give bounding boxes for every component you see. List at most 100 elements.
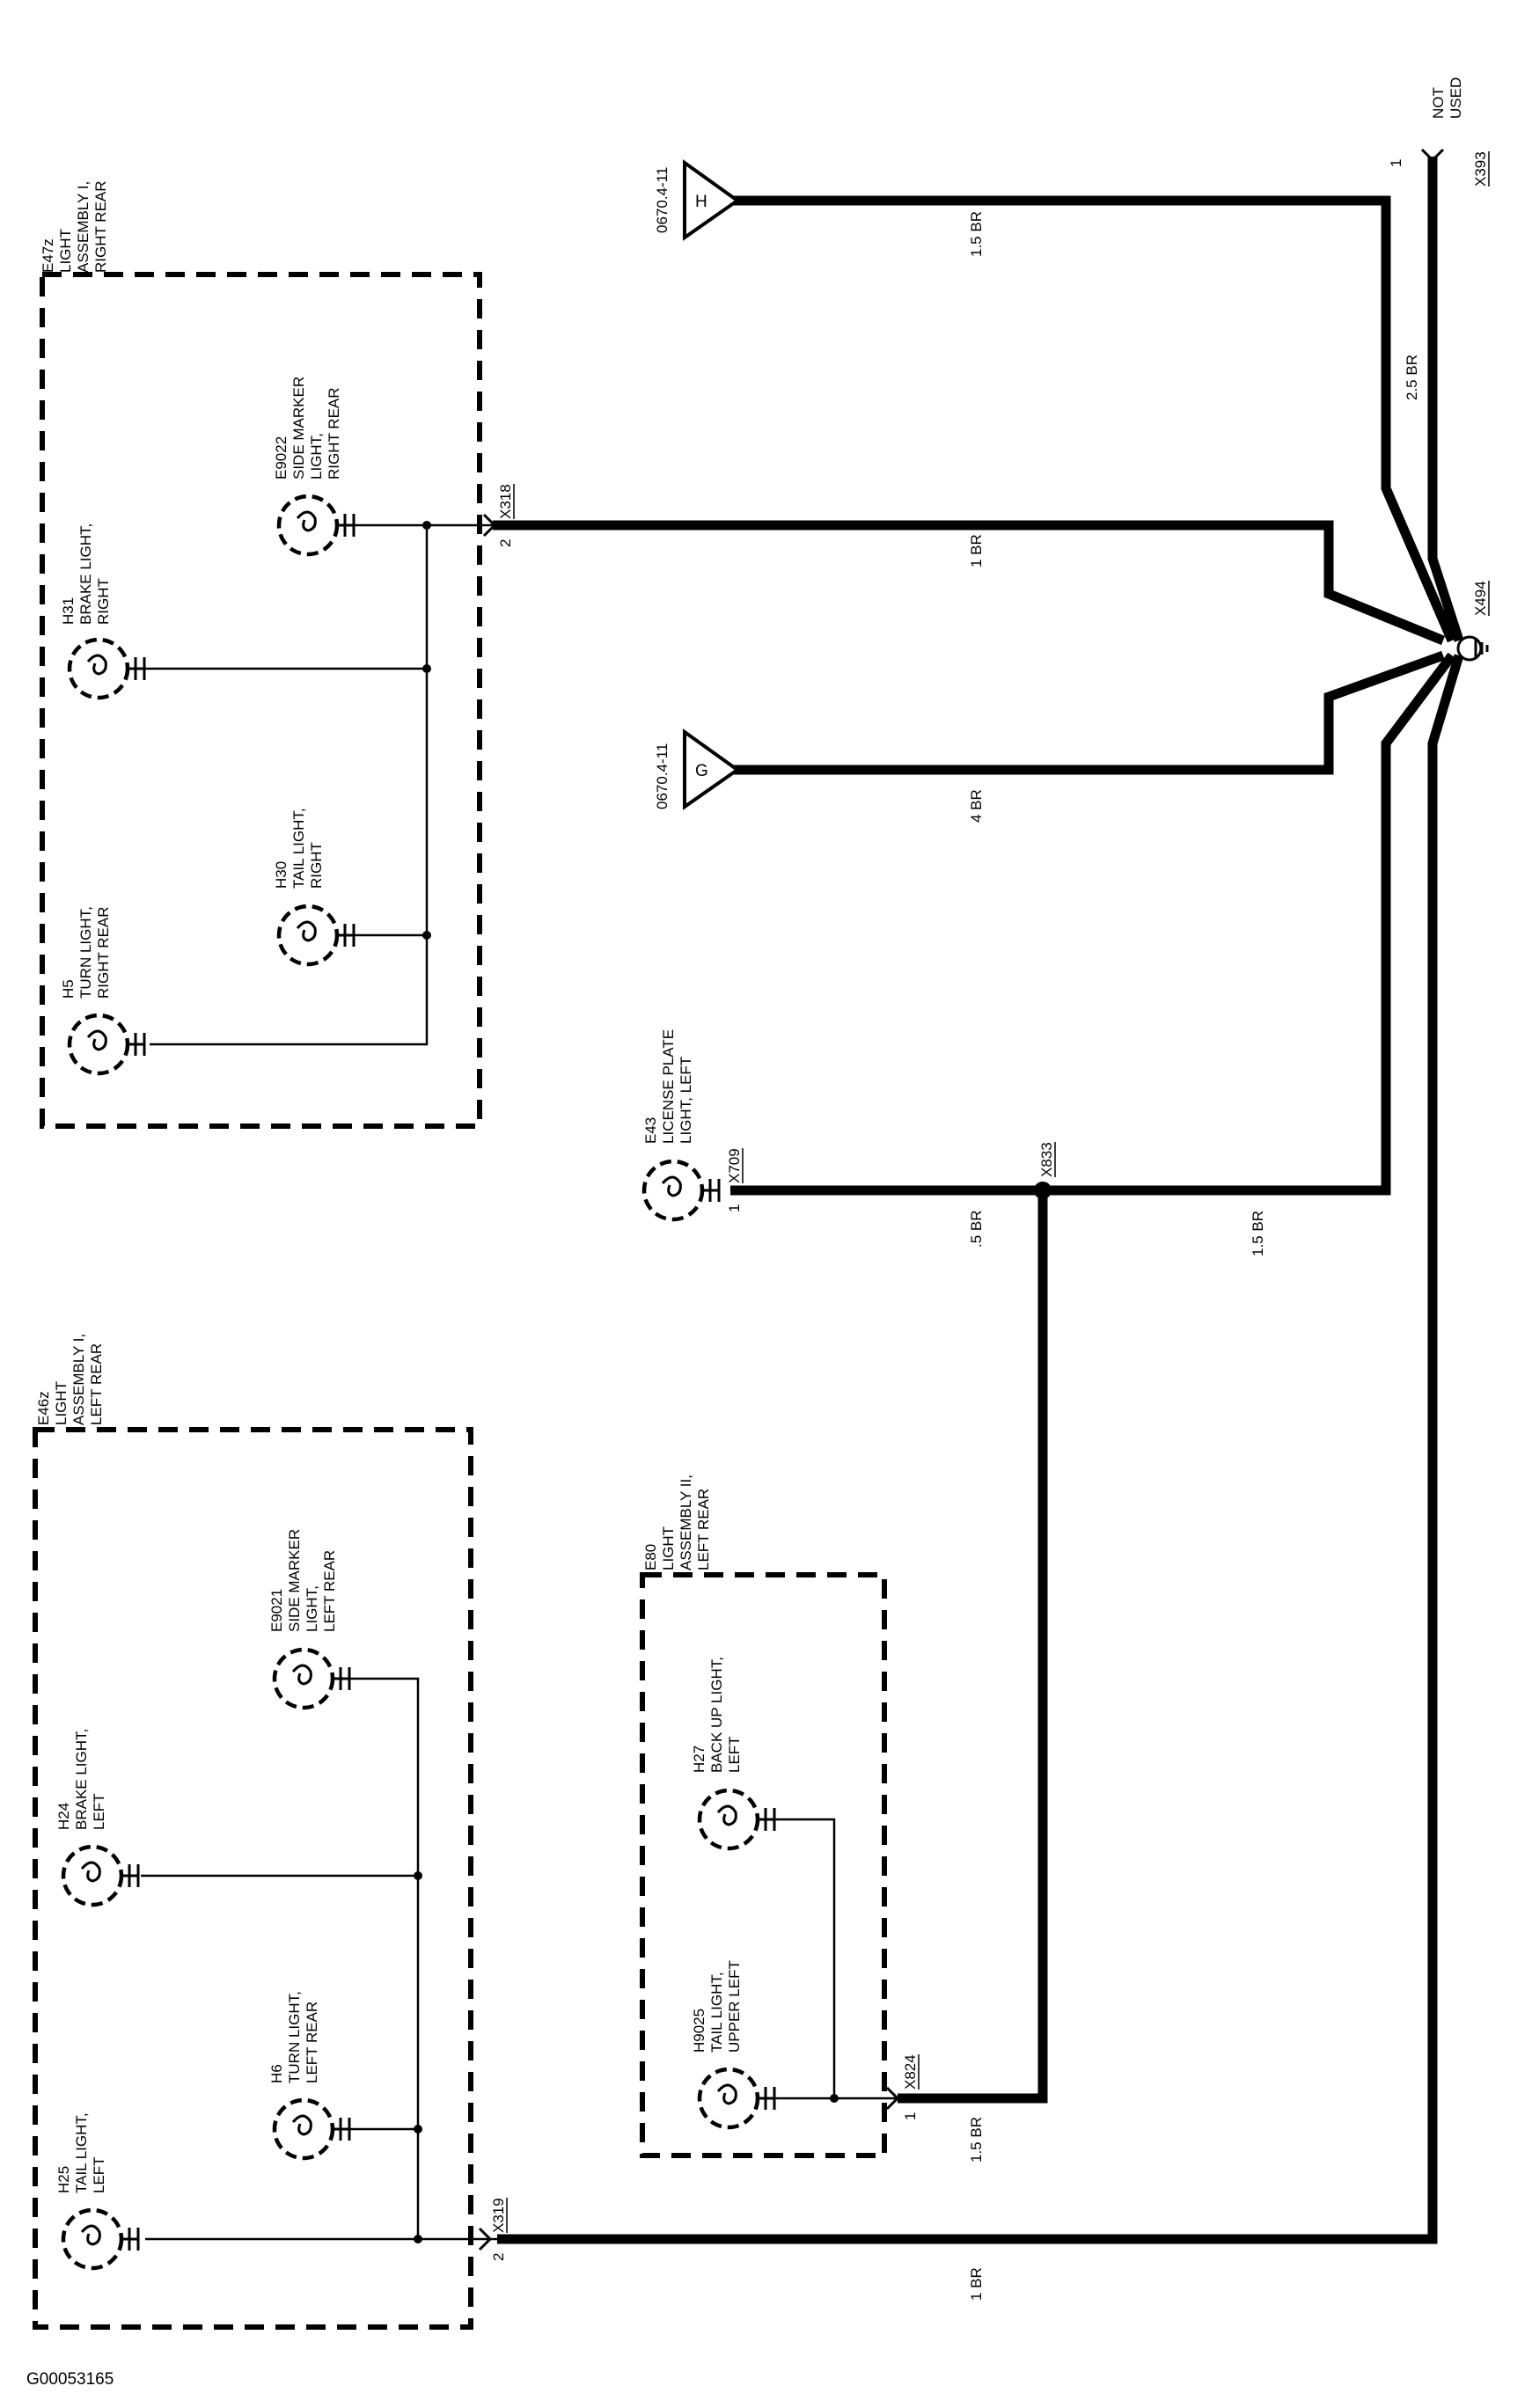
svg-text:ASSEMBLY II,: ASSEMBLY II,	[678, 1475, 694, 1570]
label-h31: H31 BRAKE LIGHT, RIGHT	[60, 523, 112, 625]
svg-text:RIGHT: RIGHT	[95, 578, 112, 625]
svg-text:H27: H27	[691, 1746, 707, 1773]
bulb-e43-icon	[641, 1159, 721, 1222]
svg-text:RIGHT REAR: RIGHT REAR	[92, 180, 109, 273]
svg-text:H6: H6	[268, 2064, 285, 2083]
pin-x709: 1	[726, 1204, 743, 1212]
svg-text:X824: X824	[902, 2054, 919, 2090]
svg-text:E46z: E46z	[35, 1391, 52, 1425]
connector-x393-icon	[1420, 148, 1445, 163]
bulb-h24-icon	[61, 1844, 140, 1907]
connector-x318: X318	[497, 484, 515, 519]
bulb-h25-icon	[61, 2207, 140, 2271]
svg-text:X393: X393	[1472, 151, 1489, 187]
svg-text:NOT: NOT	[1430, 87, 1447, 119]
wire-x318	[493, 520, 1446, 646]
bulb-h5-icon	[67, 1013, 146, 1076]
ref-g-label: 0670.4-11	[654, 743, 671, 809]
figure-id: G00053165	[26, 2370, 114, 2389]
bulb-h9025-icon	[697, 2067, 776, 2130]
svg-text:LEFT: LEFT	[726, 1736, 743, 1773]
svg-text:G: G	[695, 762, 708, 780]
wire-label-x709: .5 BR	[968, 1210, 985, 1248]
wire-e47z-bus	[150, 525, 429, 1046]
svg-text:TURN LIGHT,: TURN LIGHT,	[77, 906, 94, 999]
svg-text:H31: H31	[60, 597, 77, 625]
ref-h-label: 0670.4-11	[654, 167, 671, 233]
svg-text:X494: X494	[1472, 581, 1489, 616]
not-used-label: NOT USED	[1430, 77, 1464, 119]
svg-text:X709: X709	[726, 1148, 743, 1183]
svg-text:X319: X319	[490, 2198, 507, 2233]
bulb-h27-icon	[697, 1788, 776, 1851]
wire-label-x318: 1 BR	[968, 534, 985, 567]
label-h9025: H9025 TAIL LIGHT, UPPER LEFT	[691, 1960, 743, 2053]
label-h5: H5 TURN LIGHT, RIGHT REAR	[60, 906, 112, 999]
bulb-h31-icon	[67, 637, 146, 700]
wire-label-x833: 1.5 BR	[1250, 1211, 1266, 1256]
connector-x318-icon	[482, 513, 497, 538]
svg-text:ASSEMBLY I,: ASSEMBLY I,	[75, 181, 92, 273]
assembly-e47z-label: E47z LIGHT ASSEMBLY I, RIGHT REAR	[40, 180, 109, 273]
connector-x319-icon	[478, 2227, 493, 2251]
svg-text:LIGHT: LIGHT	[57, 229, 74, 273]
svg-text:LEFT REAR: LEFT REAR	[695, 1489, 712, 1570]
wire-h-ref	[730, 195, 1457, 643]
connector-x494: X494	[1472, 581, 1490, 616]
svg-text:LEFT: LEFT	[91, 1793, 107, 1830]
svg-text:X318: X318	[497, 484, 514, 519]
bulb-e9022-icon	[276, 494, 356, 557]
svg-text:TAIL LIGHT,: TAIL LIGHT,	[708, 1972, 725, 2053]
splice-x833	[1034, 1182, 1052, 1199]
label-h24: H24 BRAKE LIGHT, LEFT	[55, 1729, 107, 1830]
label-e43: E43 LICENSE PLATE LIGHT, LEFT	[642, 1029, 694, 1144]
connector-x833: X833	[1038, 1142, 1056, 1177]
connector-x709: X709	[726, 1148, 744, 1183]
label-h30: H30 TAIL LIGHT, RIGHT	[273, 808, 325, 889]
svg-text:SIDE MARKER: SIDE MARKER	[290, 377, 307, 479]
ground-icon	[1456, 635, 1489, 662]
svg-text:TAIL LIGHT,: TAIL LIGHT,	[290, 808, 307, 889]
wire-label-x319: 1 BR	[968, 2267, 985, 2301]
connector-x319: X319	[490, 2198, 508, 2233]
bulb-h30-icon	[276, 904, 356, 967]
wire-g-ref	[730, 650, 1445, 775]
svg-text:E9021: E9021	[268, 1589, 285, 1632]
svg-text:H: H	[695, 193, 707, 211]
assembly-e46z-label: E46z LIGHT ASSEMBLY I, LEFT REAR	[35, 1334, 105, 1425]
assembly-e46z-box	[33, 1427, 473, 2330]
svg-text:H30: H30	[273, 861, 290, 889]
svg-text:LEFT: LEFT	[91, 2156, 107, 2193]
wire-x709	[730, 652, 1456, 1196]
assembly-e80-label: E80 LIGHT ASSEMBLY II, LEFT REAR	[642, 1475, 712, 1570]
label-e9022: E9022 SIDE MARKER LIGHT, RIGHT REAR	[273, 377, 342, 479]
svg-text:E80: E80	[642, 1544, 659, 1570]
wire-e46z-bus	[145, 1677, 420, 2241]
svg-text:LIGHT: LIGHT	[660, 1526, 677, 1570]
svg-text:BACK UP LIGHT,: BACK UP LIGHT,	[708, 1657, 725, 1773]
svg-text:BRAKE LIGHT,: BRAKE LIGHT,	[73, 1729, 90, 1830]
wire-label-h: 1.5 BR	[968, 211, 985, 257]
svg-text:LEFT REAR: LEFT REAR	[321, 1550, 338, 1632]
svg-text:H24: H24	[55, 1803, 72, 1830]
pin-x393: 1	[1388, 159, 1404, 167]
svg-text:H9025: H9025	[691, 2009, 707, 2053]
connector-x824: X824	[902, 2054, 920, 2090]
label-e9021: E9021 SIDE MARKER LIGHT, LEFT REAR	[268, 1529, 338, 1632]
wire-label-x824: 1.5 BR	[968, 2117, 985, 2163]
bulb-e9021-icon	[272, 1647, 351, 1710]
label-h25: H25 TAIL LIGHT, LEFT	[55, 2112, 107, 2193]
ref-g-icon: G	[683, 728, 741, 810]
svg-text:USED: USED	[1448, 77, 1464, 119]
svg-text:RIGHT REAR: RIGHT REAR	[95, 906, 112, 999]
assembly-e80-box	[640, 1572, 887, 2158]
wire-label-x393: 2.5 BR	[1404, 355, 1420, 400]
svg-text:TURN LIGHT,: TURN LIGHT,	[286, 1991, 303, 2083]
svg-text:LIGHT,: LIGHT,	[308, 433, 325, 479]
svg-text:UPPER LEFT: UPPER LEFT	[726, 1960, 743, 2053]
connector-x393: X393	[1472, 151, 1490, 187]
connector-x824-icon	[885, 2086, 900, 2111]
wire-label-g: 4 BR	[968, 789, 985, 823]
wire-h27	[774, 1818, 836, 2100]
pin-x824: 1	[902, 2112, 919, 2120]
